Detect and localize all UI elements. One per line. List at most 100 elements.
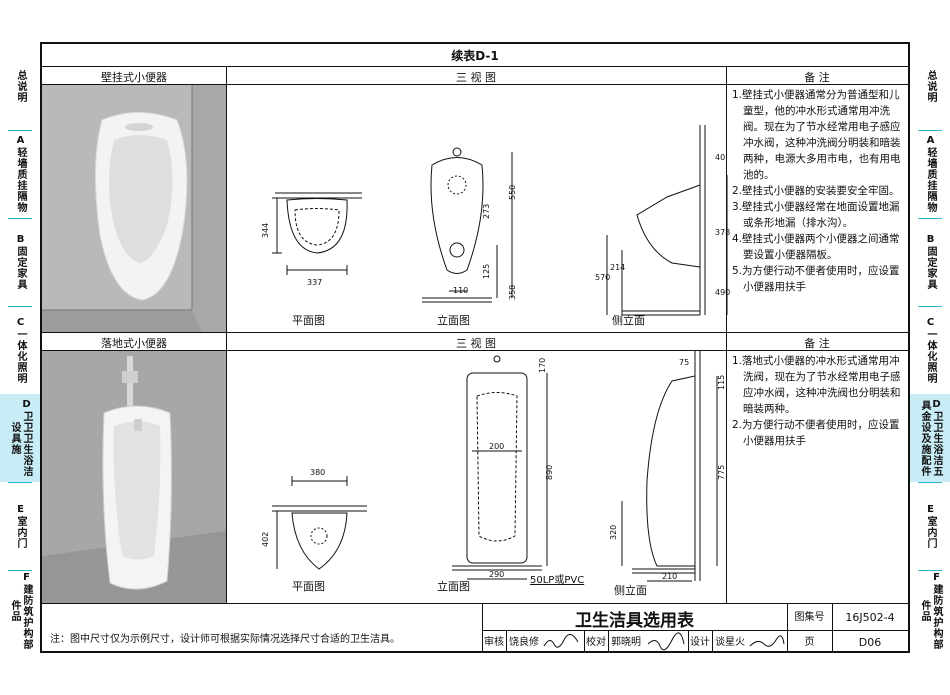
index-tab-general[interactable]: 总说明	[15, 69, 26, 103]
dim-label: 775	[717, 465, 726, 480]
note-item: 1.壁挂式小便器通常分为普通型和儿童型，他的冲水形式通常用冲洗阀。现在为了节水经…	[732, 89, 901, 181]
right-index: 总说明 A轻墙质挂隔物 B固定家具 C一体化照明 D卫卫生浴洁五具金设及施配件 …	[910, 42, 950, 652]
section1-notes-header: 备 注	[804, 71, 830, 84]
reviewer-signature	[543, 634, 579, 648]
section2-name: 落地式小便器	[101, 337, 167, 350]
divider	[712, 630, 713, 653]
divider	[42, 350, 908, 351]
atlas-label: 图集号	[794, 612, 825, 623]
divider	[918, 306, 942, 307]
index-tab-e[interactable]: E室内门	[925, 503, 936, 549]
divider	[584, 630, 585, 653]
divider	[918, 218, 942, 219]
dim-label: 210	[662, 572, 677, 581]
dim-label: 344	[261, 223, 270, 238]
pipe-label: 50LP或PVC	[530, 575, 585, 586]
checker-name: 郭晓明	[611, 637, 641, 648]
divider	[8, 306, 32, 307]
drawing-title: 卫生洁具选用表	[575, 611, 694, 631]
section1-views-header: 三 视 图	[456, 71, 496, 84]
divider	[918, 570, 942, 571]
designer-signature	[749, 635, 785, 647]
dim-label: 200	[489, 442, 504, 451]
dim-label: 550	[508, 185, 517, 200]
divider	[42, 84, 908, 85]
index-tab-a[interactable]: A轻墙质挂隔物	[15, 135, 26, 213]
dim-label: 273	[482, 204, 491, 219]
side-view-label: 侧立面	[612, 314, 645, 327]
index-tab-f[interactable]: F建防筑护构部件品	[919, 572, 942, 650]
index-tab-b[interactable]: B固定家具	[15, 234, 26, 290]
dim-label: 378	[715, 228, 730, 237]
index-tab-a[interactable]: A轻墙质挂隔物	[925, 135, 936, 213]
front-view-label: 立面图	[437, 314, 470, 327]
dim-label: 75	[679, 358, 689, 367]
checker-signature	[647, 632, 685, 651]
note-item: 4.壁挂式小便器两个小便器之间通常要设置小便器隔板。	[732, 233, 900, 261]
divider	[8, 482, 32, 483]
review-label: 审核	[484, 637, 504, 648]
note-item: 2.壁挂式小便器的安装要安全牢固。	[732, 185, 900, 197]
check-label: 校对	[586, 637, 606, 648]
page-number: D06	[858, 636, 882, 649]
dim-label: 214	[610, 263, 625, 272]
dim-label: 337	[307, 278, 322, 287]
front-view-label: 立面图	[437, 580, 470, 593]
note-item: 2.为方便行动不便者使用时，应设置小便器用扶手	[732, 419, 900, 447]
reviewer-name: 饶良修	[509, 637, 539, 648]
footer-note: 注：图中尺寸仅为示例尺寸，设计师可根据实际情况选择尺寸合适的卫生洁具。	[50, 634, 400, 645]
note-item: 1.落地式小便器的冲水形式通常用冲洗阀，现在为了节水经常用电子感应冲水阀，这种冲…	[732, 355, 901, 415]
divider	[226, 66, 227, 603]
section2-notes: 1.落地式小便器的冲水形式通常用冲洗阀，现在为了节水经常用电子感应冲水阀，这种冲…	[732, 353, 904, 449]
atlas-number: 16J502-4	[845, 611, 895, 624]
dim-label: 570	[595, 273, 610, 282]
dim-label: 358	[508, 285, 517, 300]
dim-label: 110	[453, 286, 468, 295]
divider	[8, 130, 32, 131]
index-tab-c[interactable]: C一体化照明	[15, 316, 26, 384]
note-item: 3.壁挂式小便器经常在地面设置地漏或条形地漏（排水沟）。	[732, 201, 900, 229]
plan-view-label: 平面图	[292, 580, 325, 593]
index-tab-b[interactable]: B固定家具	[925, 234, 936, 290]
index-tab-general[interactable]: 总说明	[925, 69, 936, 103]
dim-label: 890	[545, 465, 554, 480]
dim-label: 125	[482, 264, 491, 279]
dim-label: 40	[715, 153, 725, 162]
section1-notes: 1.壁挂式小便器通常分为普通型和儿童型，他的冲水形式通常用冲洗阀。现在为了节水经…	[732, 87, 904, 295]
divider	[506, 630, 507, 653]
index-tab-d[interactable]: D卫卫卫生浴洁设具施	[0, 394, 40, 482]
divider	[787, 603, 788, 653]
divider	[42, 603, 908, 604]
sheet-title: 续表D-1	[451, 49, 499, 63]
note-item: 5.为方便行动不便者使用时，应设置小便器用扶手	[732, 265, 900, 293]
index-tab-d[interactable]: D卫卫生浴洁五具金设及施配件	[910, 394, 950, 482]
divider	[8, 218, 32, 219]
divider	[688, 630, 689, 653]
section2-views-header: 三 视 图	[456, 337, 496, 350]
divider	[8, 570, 32, 571]
divider	[918, 482, 942, 483]
floor-urinal-photo	[42, 351, 226, 603]
drawing-sheet: 续表D-1 壁挂式小便器 三 视 图 备 注	[40, 42, 910, 653]
wall-urinal-photo	[42, 85, 226, 332]
divider	[482, 630, 908, 631]
dim-label: 490	[715, 288, 730, 297]
dim-label: 115	[717, 375, 726, 390]
index-tab-f[interactable]: F建防筑护构部件品	[9, 572, 32, 650]
divider	[482, 603, 483, 653]
page-label: 页	[804, 637, 815, 648]
section1-name: 壁挂式小便器	[101, 71, 167, 84]
divider	[918, 130, 942, 131]
dim-label: 290	[489, 570, 504, 579]
dim-label: 402	[261, 532, 270, 547]
side-view-label: 侧立面	[614, 584, 647, 597]
index-tab-c[interactable]: C一体化照明	[925, 316, 936, 384]
dim-label: 320	[609, 525, 618, 540]
designer-name: 谈星火	[715, 637, 745, 648]
divider	[608, 630, 609, 653]
dim-label: 380	[310, 468, 325, 477]
wall-urinal-views: 337 344 110 273 550 125 358 40 378 490 5…	[261, 125, 730, 316]
index-tab-e[interactable]: E室内门	[15, 503, 26, 549]
divider	[42, 66, 908, 67]
section2-notes-header: 备 注	[804, 337, 830, 350]
